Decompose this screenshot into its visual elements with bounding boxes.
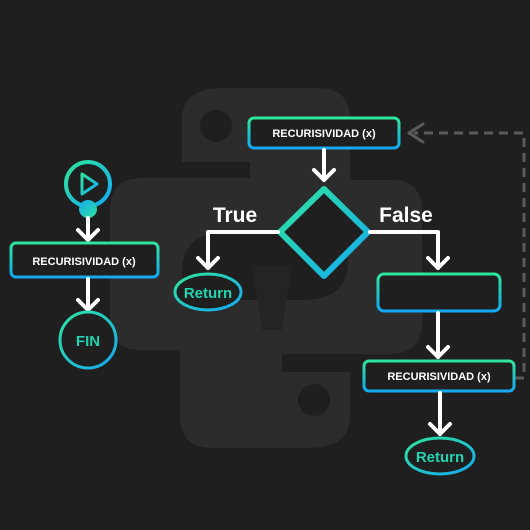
end-node[interactable]: FIN [58,310,118,370]
recursion-feedback-line [414,131,526,380]
false-branch-arrow [368,230,450,270]
left-call-label: RECURISIVIDAD (x) [32,256,136,268]
return-true-node[interactable]: Return [173,272,243,312]
return-false-node[interactable]: Return [404,436,476,476]
top-call-label: RECURISIVIDAD (x) [272,128,376,140]
start-connector-dot [79,200,97,218]
left-arrow-2 [76,277,100,312]
true-branch-arrow [196,230,280,270]
return-true-label: Return [184,285,232,302]
arrow-to-recursive-call [426,311,450,359]
left-call-block[interactable]: RECURISIVIDAD (x) [9,241,160,279]
end-label: FIN [76,333,100,350]
false-label: False [379,204,433,227]
return-false-label: Return [416,449,464,466]
left-arrow-1 [76,216,100,242]
recursive-call-block[interactable]: RECURISIVIDAD (x) [362,359,516,393]
python-logo-icon [110,88,422,448]
true-label: True [213,204,257,227]
arrow-to-return-false [428,391,452,436]
play-icon [80,172,99,196]
arrow-to-decision [312,148,336,182]
recursive-call-label: RECURISIVIDAD (x) [387,371,491,383]
start-node[interactable] [64,160,112,208]
feedback-arrowhead [407,122,425,144]
process-block[interactable] [376,272,502,313]
top-call-block[interactable]: RECURISIVIDAD (x) [247,116,401,150]
decision-node[interactable] [277,186,371,279]
